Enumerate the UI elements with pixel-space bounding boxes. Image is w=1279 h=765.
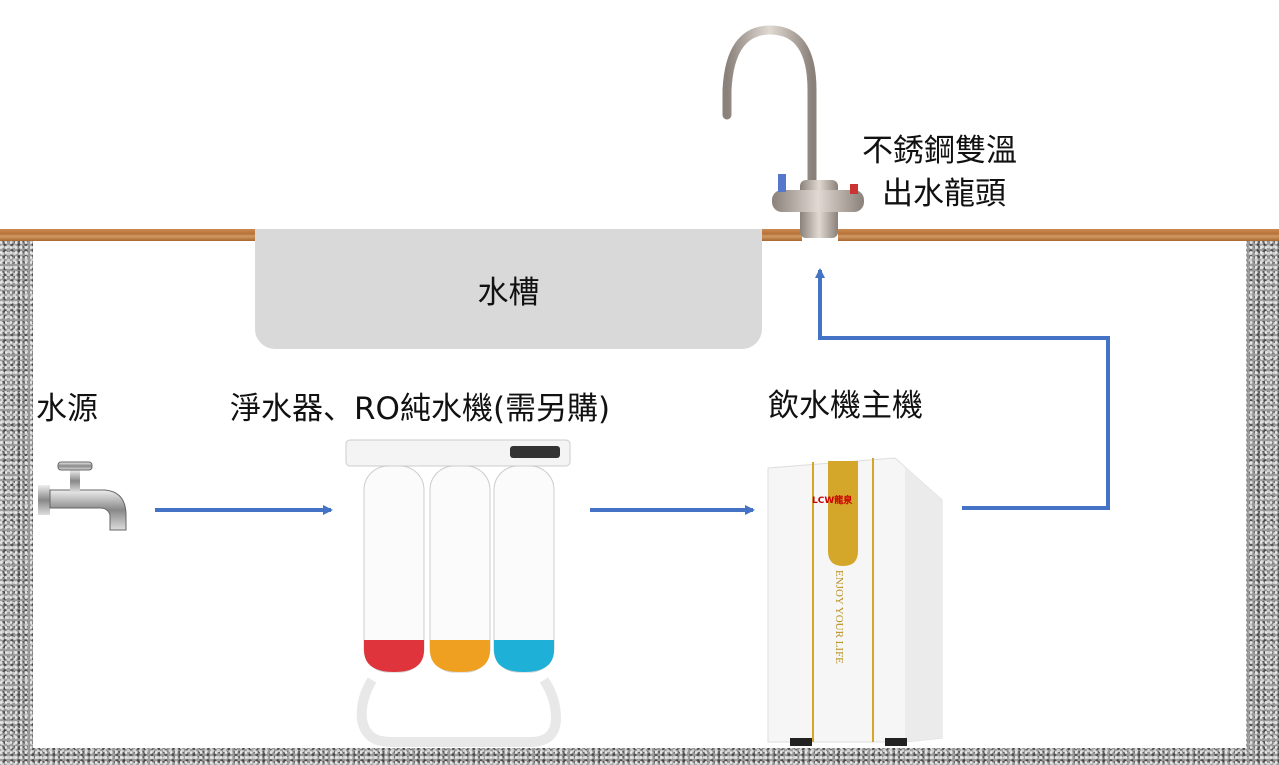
countertop-left: [0, 229, 255, 241]
faucet-label-line2: 出水龍頭: [882, 176, 1006, 212]
ro-purifier-image: [345, 439, 571, 747]
brand-logo: LCW龍泉: [812, 494, 853, 506]
slogan-logo: ENJOY YOUR LIFE: [833, 570, 845, 664]
purifier-label: 淨水器、RO純水機(需另購): [230, 391, 611, 427]
water-source-label: 水源: [36, 391, 98, 427]
countertop-mid: [762, 229, 802, 241]
water-tap-icon: [38, 461, 127, 531]
sink: 水槽: [255, 229, 762, 349]
dual-temp-faucet-image: [722, 25, 864, 238]
countertop-right: [838, 229, 1279, 241]
dispenser-label: 飲水機主機: [768, 388, 923, 424]
sink-label: 水槽: [477, 275, 540, 311]
arrow-dispenser-to-faucet: [815, 268, 1110, 510]
dispenser-machine-image: LCW龍泉 ENJOY YOUR LIFE: [767, 457, 943, 746]
faucet-label-line1: 不銹鋼雙溫: [862, 133, 1017, 169]
